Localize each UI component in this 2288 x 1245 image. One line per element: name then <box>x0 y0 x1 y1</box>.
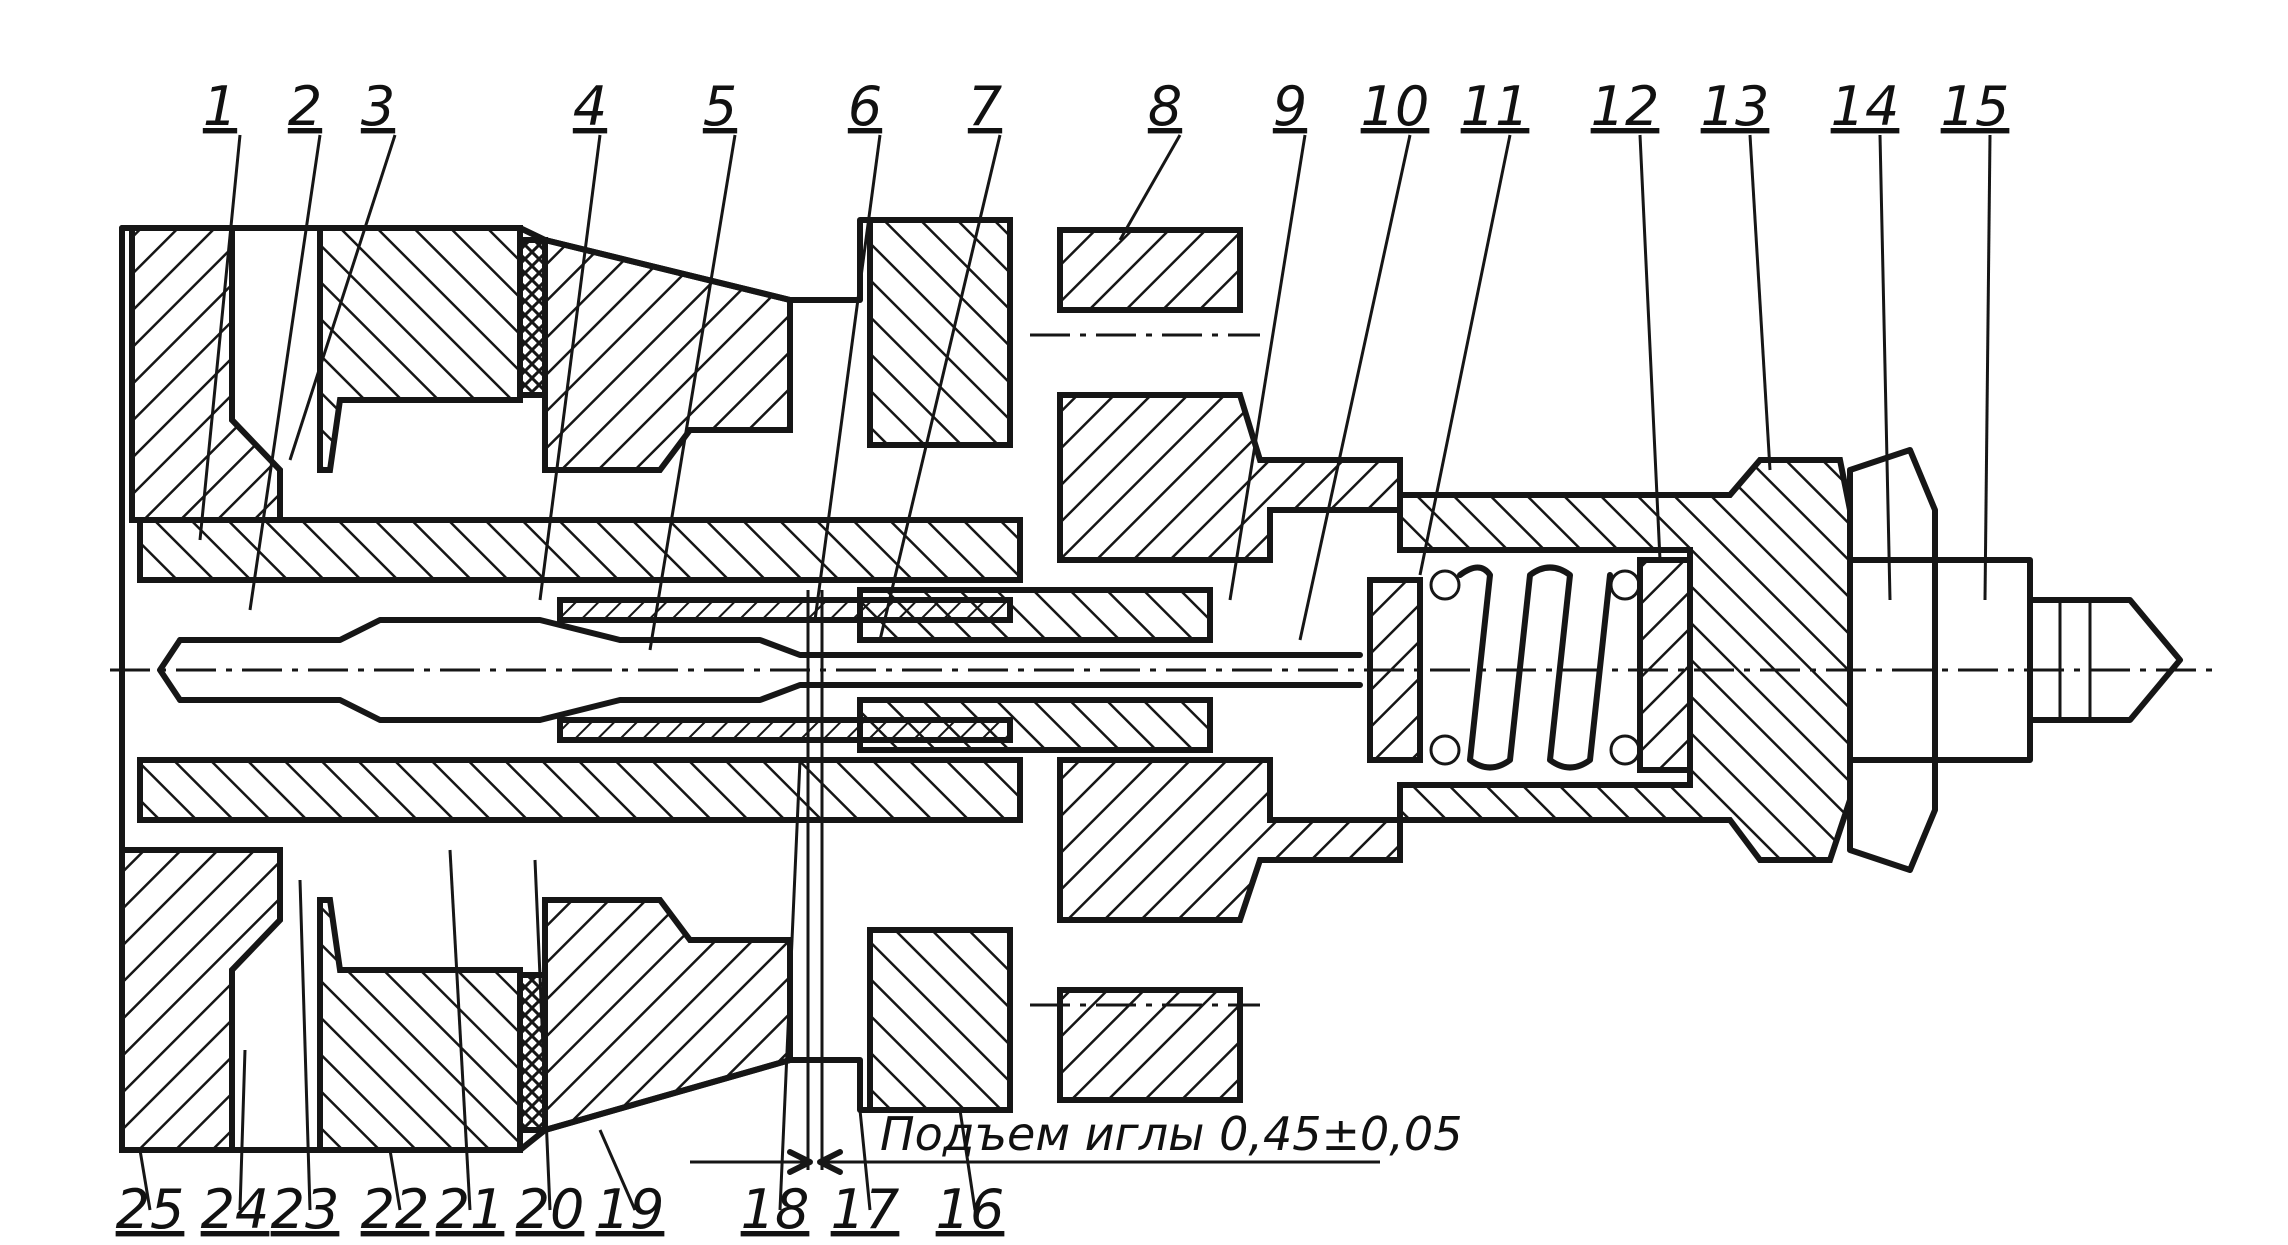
callout-10: 10 <box>1361 75 1430 138</box>
bottom-leaders <box>138 759 977 1211</box>
callout-13: 13 <box>1701 75 1770 138</box>
callout-21: 21 <box>436 1178 505 1241</box>
spring-cap-part <box>1397 457 1853 863</box>
callout-11: 11 <box>1461 75 1530 138</box>
needle-lift-note: Подъем иглы 0,45±0,05 <box>880 1107 1462 1161</box>
callout-9: 9 <box>1273 75 1307 138</box>
center-lines <box>110 333 2220 1007</box>
flange-left-part <box>119 225 283 1153</box>
needle-lift-dimension <box>690 590 1380 1175</box>
callout-19: 19 <box>596 1178 665 1241</box>
callout-5: 5 <box>703 75 737 138</box>
callout-18: 18 <box>741 1178 810 1241</box>
callout-3: 3 <box>361 75 395 138</box>
callout-17: 17 <box>831 1178 900 1241</box>
needle-assembly-part <box>157 587 1363 753</box>
callout-24: 24 <box>201 1178 270 1241</box>
top-leaders <box>198 134 1992 651</box>
callout-6: 6 <box>848 75 882 138</box>
callout-4: 4 <box>573 75 607 138</box>
callout-20: 20 <box>516 1178 585 1241</box>
callout-12: 12 <box>1591 75 1660 138</box>
spring-part <box>1367 564 1641 771</box>
callout-16: 16 <box>936 1178 1005 1241</box>
callout-2: 2 <box>288 75 322 138</box>
callout-14: 14 <box>1831 75 1900 138</box>
lock-nut-part <box>1847 447 1938 873</box>
callout-1: 1 <box>203 75 237 138</box>
nut-part <box>317 225 548 1153</box>
outer-contour <box>119 217 1013 1153</box>
adjusting-screw-part <box>1932 557 2183 763</box>
callout-23: 23 <box>271 1178 340 1241</box>
callout-8: 8 <box>1148 75 1182 138</box>
callout-22: 22 <box>361 1178 430 1241</box>
union-nut-part <box>1057 227 1403 1103</box>
callout-25: 25 <box>116 1178 185 1241</box>
callout-7: 7 <box>968 75 1002 138</box>
callout-15: 15 <box>1941 75 2010 138</box>
nozzle-holder-part <box>867 217 1013 1113</box>
